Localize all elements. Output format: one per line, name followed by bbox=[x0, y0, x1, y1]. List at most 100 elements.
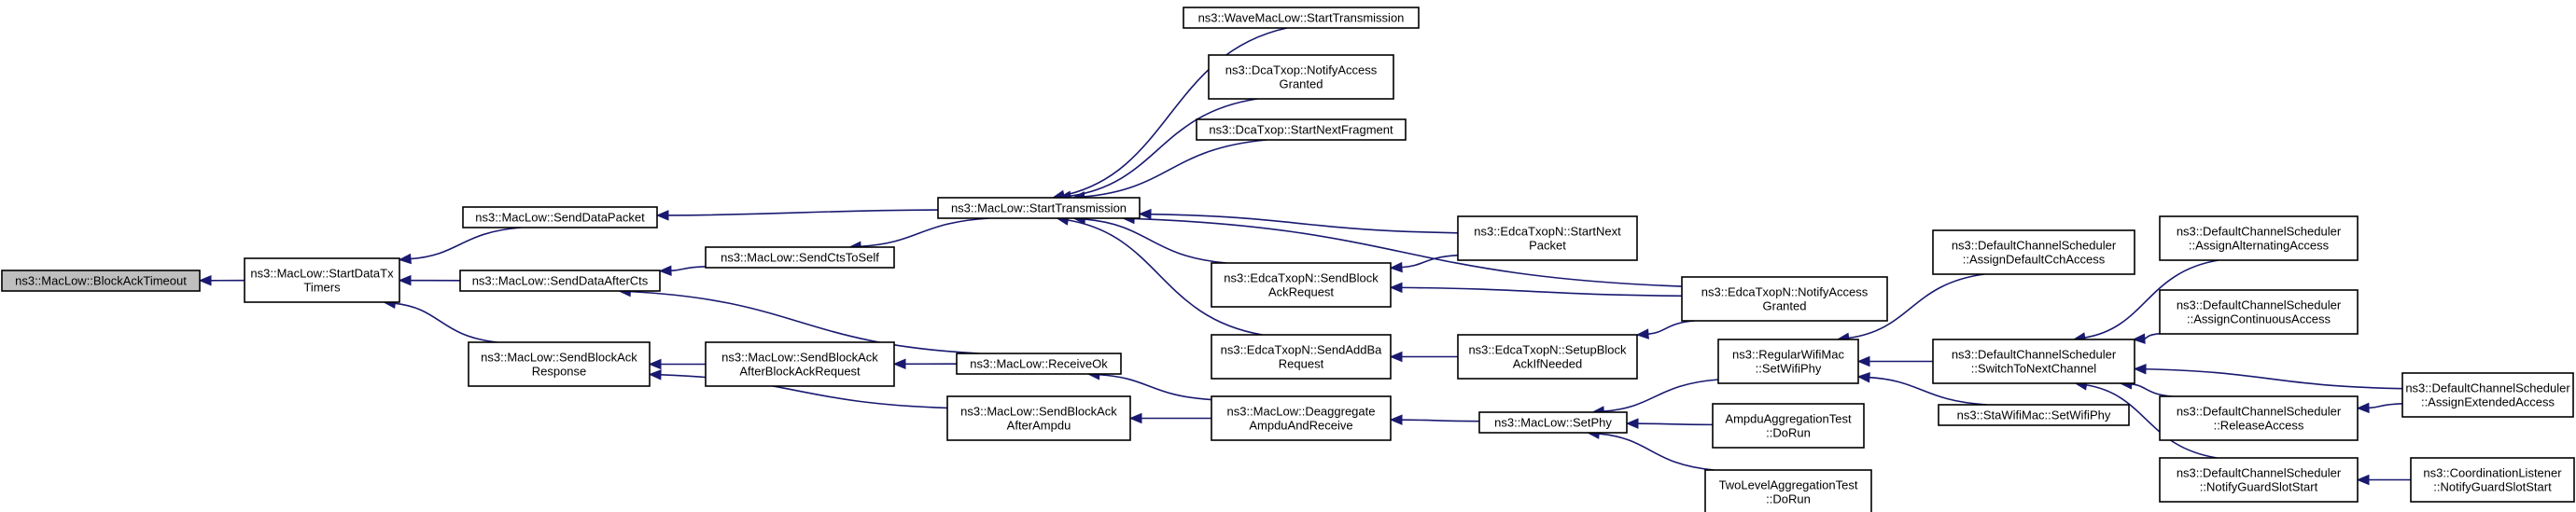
edge-wavemaclow-to-starttransmission bbox=[1051, 27, 1288, 201]
node-label: ::DoRun bbox=[1766, 492, 1811, 506]
node-box bbox=[1183, 7, 1420, 29]
edge-starttransmission-to-senddatapacket bbox=[655, 209, 939, 221]
graph-node-coordinationlistener[interactable]: ns3::CoordinationListener::NotifyGuardSl… bbox=[2410, 457, 2575, 503]
graph-node-assignextended[interactable]: ns3::DefaultChannelScheduler::AssignExte… bbox=[2401, 372, 2574, 418]
node-label: ns3::DcaTxop::NotifyAccess bbox=[1225, 63, 1378, 77]
edge-line bbox=[1401, 286, 1683, 298]
graph-node-assigndefaultcch[interactable]: ns3::DefaultChannelScheduler::AssignDefa… bbox=[1932, 229, 2135, 275]
node-label: Request bbox=[1279, 357, 1324, 371]
edge-sendblockackafterblockackrequest-to-sendblockackresponse bbox=[648, 358, 706, 370]
node-label: AmpduAggregationTest bbox=[1725, 412, 1852, 426]
node-box bbox=[1712, 403, 1865, 449]
arrowhead bbox=[1856, 371, 1870, 383]
edge-setphy-to-deaggregate bbox=[1389, 414, 1480, 425]
edge-sendblockackresponse-to-startdatatxtimers bbox=[383, 298, 497, 343]
edge-edcanotify-to-edcasetupblockack bbox=[1635, 320, 1695, 339]
edge-assignextended-to-releaseaccess bbox=[2356, 402, 2403, 414]
graph-node-notifyguardslot[interactable]: ns3::DefaultChannelScheduler::NotifyGuar… bbox=[2159, 457, 2359, 503]
arrowhead bbox=[398, 274, 412, 286]
edge-receiveok-to-sendblockackafterblockackrequest bbox=[892, 358, 958, 370]
graph-node-releaseaccess[interactable]: ns3::DefaultChannelScheduler::ReleaseAcc… bbox=[2159, 395, 2359, 441]
graph-node-dcastartnext[interactable]: ns3::DcaTxop::StartNextFragment bbox=[1196, 118, 1407, 141]
node-label: ns3::MacLow::Deaggregate bbox=[1227, 405, 1376, 419]
node-box bbox=[462, 206, 658, 228]
node-label: AmpduAndReceive bbox=[1249, 419, 1352, 433]
arrowhead bbox=[2132, 333, 2146, 344]
edge-line bbox=[1637, 422, 1714, 426]
node-box bbox=[956, 353, 1122, 375]
edge-coordinationlistener-to-notifyguardslot bbox=[2356, 474, 2411, 486]
node-label: ns3::DefaultChannelScheduler bbox=[1952, 348, 2117, 362]
graph-node-switchtonext[interactable]: ns3::DefaultChannelScheduler::SwitchToNe… bbox=[1932, 339, 2135, 384]
graph-node-senddataaftercts[interactable]: ns3::MacLow::SendDataAfterCts bbox=[459, 270, 661, 292]
edge-ampdutest-to-setphy bbox=[1625, 418, 1714, 429]
graph-node-setphy[interactable]: ns3::MacLow::SetPhy bbox=[1478, 411, 1628, 434]
arrowhead bbox=[892, 358, 906, 370]
edge-line bbox=[670, 266, 707, 272]
node-box bbox=[244, 257, 400, 303]
node-box bbox=[1681, 276, 1888, 322]
node-box bbox=[2159, 289, 2359, 335]
node-box bbox=[1211, 395, 1392, 441]
arrowhead bbox=[1389, 282, 1403, 294]
graph-node-starttransmission[interactable]: ns3::MacLow::StartTransmission bbox=[937, 197, 1141, 219]
node-label: ns3::MacLow::SendBlockAck bbox=[721, 351, 878, 365]
node-label: ns3::DefaultChannelScheduler bbox=[2177, 298, 2342, 312]
node-label: ::NotifyGuardSlotStart bbox=[2433, 480, 2552, 494]
node-box bbox=[1196, 118, 1407, 141]
graph-node-sendctstoself[interactable]: ns3::MacLow::SendCtsToSelf bbox=[705, 246, 895, 269]
graph-node-receiveok[interactable]: ns3::MacLow::ReceiveOk bbox=[956, 353, 1122, 375]
graph-node-assignalternating[interactable]: ns3::DefaultChannelScheduler::AssignAlte… bbox=[2159, 215, 2359, 261]
node-label: ns3::MacLow::SendCtsToSelf bbox=[721, 251, 879, 265]
graph-node-assigncontinuous[interactable]: ns3::DefaultChannelScheduler::AssignCont… bbox=[2159, 289, 2359, 335]
graph-node-wavemaclow[interactable]: ns3::WaveMacLow::StartTransmission bbox=[1183, 7, 1420, 29]
edge-edcastartnext-to-edcasendblockack bbox=[1389, 254, 1459, 273]
node-box bbox=[937, 197, 1141, 219]
node-label: ns3::MacLow::SetPhy bbox=[1494, 416, 1612, 430]
arrowhead bbox=[658, 265, 672, 276]
edge-switchtonext-to-regularsetwifiphy bbox=[1856, 355, 1933, 367]
edge-line bbox=[1099, 373, 1212, 401]
node-box bbox=[2159, 215, 2359, 261]
graph-node-blockacktimeout[interactable]: ns3::MacLow::BlockAckTimeout bbox=[1, 270, 201, 292]
node-label: ::AssignExtendedAccess bbox=[2421, 395, 2555, 409]
node-label: ns3::MacLow::SendDataPacket bbox=[475, 211, 645, 225]
graph-node-twoleveltest[interactable]: TwoLevelAggregationTest::DoRun bbox=[1704, 469, 1872, 512]
edge-line bbox=[1848, 273, 1985, 339]
node-label: ns3::EdcaTxopN::SendBlock bbox=[1224, 271, 1379, 285]
node-box bbox=[2159, 395, 2359, 441]
graph-node-regularsetwifiphy[interactable]: ns3::RegularWifiMac::SetWifiPhy bbox=[1717, 339, 1859, 384]
edge-line bbox=[1134, 217, 1683, 287]
node-label: ns3::DefaultChannelScheduler bbox=[1952, 239, 2117, 253]
node-box bbox=[705, 341, 895, 387]
arrowhead bbox=[2356, 474, 2370, 486]
node-label: ::SwitchToNextChannel bbox=[1971, 362, 2097, 376]
arrowhead bbox=[648, 358, 662, 370]
edge-sendctstoself-to-senddataaftercts bbox=[658, 265, 707, 276]
edge-edcanotify-to-edcasendblockack bbox=[1389, 282, 1683, 298]
edge-assigncontinuous-to-switchtonext bbox=[2132, 333, 2161, 344]
graph-node-senddatapacket[interactable]: ns3::MacLow::SendDataPacket bbox=[462, 206, 658, 228]
arrowhead bbox=[1128, 412, 1142, 424]
edge-line bbox=[2084, 259, 2219, 339]
node-label: ns3::StaWifiMac::SetWifiPhy bbox=[1957, 408, 2111, 422]
node-label: AckRequest bbox=[1268, 285, 1334, 299]
graph-node-stasetwifiphy[interactable]: ns3::StaWifiMac::SetWifiPhy bbox=[1938, 404, 2130, 426]
graph-node-sendblockackafterblockackrequest[interactable]: ns3::MacLow::SendBlockAckAfterBlockAckRe… bbox=[705, 341, 895, 387]
edge-line bbox=[395, 302, 497, 343]
graph-node-ampdutest[interactable]: AmpduAggregationTest::DoRun bbox=[1712, 403, 1865, 449]
edge-line bbox=[1063, 27, 1288, 197]
edge-senddatapacket-to-startdatatxtimers bbox=[398, 227, 522, 265]
node-box bbox=[1211, 334, 1392, 380]
